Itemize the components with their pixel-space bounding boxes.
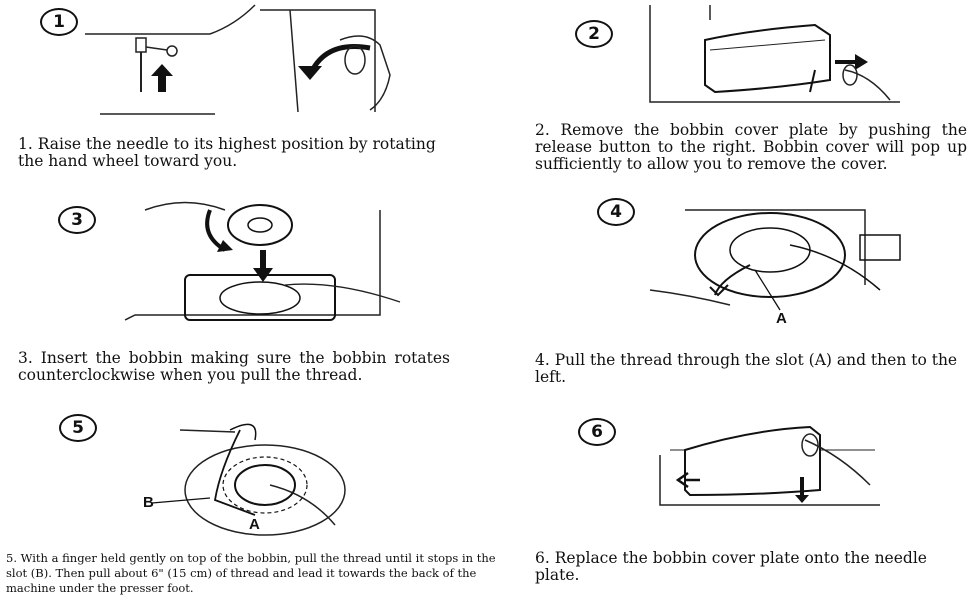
step-5-label-b: B	[143, 494, 154, 511]
step-3-number-badge: 3	[58, 206, 96, 234]
step-2-number-badge: 2	[575, 20, 613, 48]
step-3-illustration	[124, 201, 401, 321]
step-1-number-badge: 1	[40, 8, 78, 36]
step-6-illustration	[659, 425, 880, 506]
step-4-caption: 4. Pull the thread through the slot (A) …	[535, 351, 958, 386]
step-3-caption: 3. Insert the bobbin making sure the bob…	[18, 349, 450, 384]
step-5-number-badge: 5	[59, 414, 97, 442]
step-6-number-badge: 6	[578, 418, 616, 446]
step-5-label-a: A	[249, 516, 260, 533]
step-5-illustration	[151, 423, 346, 536]
step-4-number-badge: 4	[597, 198, 635, 226]
step-5-caption: 5. With a finger held gently on top of t…	[6, 551, 496, 595]
step-2-illustration	[649, 5, 900, 103]
step-4-illustration	[649, 209, 901, 311]
step-2-caption: 2. Remove the bobbin cover plate by push…	[535, 121, 967, 173]
step-1-caption: 1. Raise the needle to its highest posit…	[18, 135, 436, 170]
step-4-label-a: A	[776, 310, 787, 327]
step-6-caption: 6. Replace the bobbin cover plate onto t…	[535, 549, 927, 584]
step-1-illustration	[85, 4, 391, 115]
